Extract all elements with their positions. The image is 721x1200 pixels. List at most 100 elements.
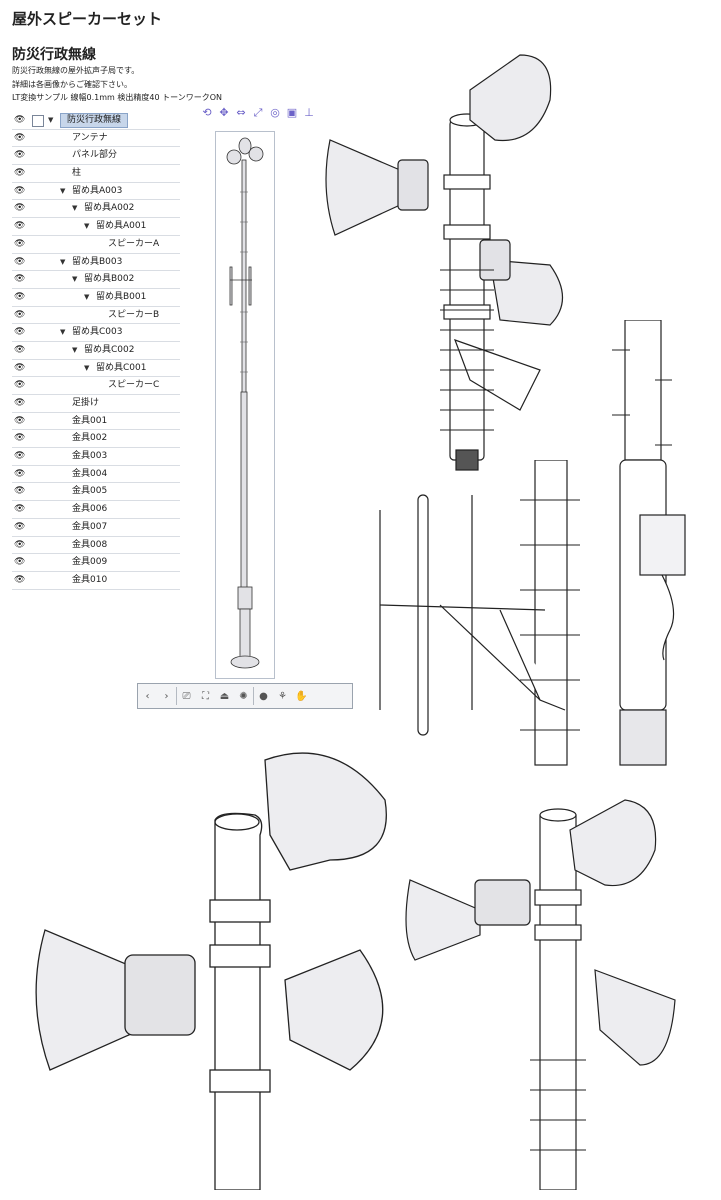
pan-icon[interactable]: ✥ [219,106,229,119]
description-line-3: LT変換サンプル 線幅0.1mm 検出精度40 トーンワークON [12,93,222,102]
layer-label: 留め具C003 [72,327,123,338]
move-icon[interactable]: ⇔ [236,106,246,119]
layer-row[interactable]: 👁 アンテナ [12,130,180,148]
layer-row[interactable]: 👁 ▼ 留め具B001 [12,289,180,307]
layer-row[interactable]: 👁 ▼ 留め具C003 [12,324,180,342]
layer-row[interactable]: 👁金具010 [12,572,180,590]
expand-triangle-icon[interactable]: ▼ [60,328,66,337]
layer-row[interactable]: 👁金具005 [12,483,180,502]
fit-icon[interactable]: ⛶ [202,690,209,702]
prev-icon[interactable]: ‹ [145,690,150,702]
layer-row[interactable]: 👁スピーカーA [12,236,180,254]
pose-icon[interactable]: ⚘ [278,690,287,702]
layer-row[interactable]: 👁金具004 [12,466,180,484]
axis-icon[interactable]: ⊥ [304,106,314,119]
layer-row[interactable]: 👁足掛け [12,395,180,413]
layer-row[interactable]: 👁金具009 [12,554,180,572]
eye-icon[interactable]: 👁 [14,327,26,338]
eye-icon[interactable]: 👁 [14,238,26,249]
expand-triangle-icon[interactable]: ▼ [72,345,78,354]
eye-icon[interactable]: 👁 [14,415,26,426]
layer-row[interactable]: 👁金具003 [12,448,180,466]
eye-icon[interactable]: 👁 [14,344,26,355]
eye-icon[interactable]: 👁 [14,132,26,143]
layer-row[interactable]: 👁柱 [12,165,180,183]
layer-label: 留め具A003 [72,185,123,196]
eye-icon[interactable]: 👁 [14,203,26,214]
layer-checkbox[interactable] [32,115,44,127]
eye-icon[interactable]: 👁 [14,185,26,196]
layer-label: 金具001 [72,415,108,426]
eye-icon[interactable]: 👁 [14,115,26,125]
toolbar-divider [253,687,254,705]
eye-icon[interactable]: 👁 [14,380,26,391]
next-icon[interactable]: › [164,690,169,702]
eye-icon[interactable]: 👁 [14,398,26,408]
description-line-2: 詳細は各画像からご確認下さい。 [12,80,132,89]
expand-triangle-icon[interactable]: ▼ [84,292,90,301]
layer-panel: 👁▼防災行政無線👁アンテナ👁パネル部分👁柱👁▼留め具A003👁▼留め具A002👁… [12,112,180,590]
scale-icon[interactable]: ⤢ [253,106,263,119]
layer-row[interactable]: 👁▼留め具C002 [12,342,180,360]
rotate-camera-icon[interactable]: ◎ [270,106,280,119]
layer-row[interactable]: 👁 ▼ 留め具A002 [12,200,180,219]
speaker-closeup-illustration-left [35,752,387,1190]
eye-icon[interactable]: 👁 [14,362,26,373]
control-box-illustration [612,320,686,766]
layer-row[interactable]: 👁 ▼ 留め具A003 [12,183,180,201]
eye-icon[interactable]: 👁 [14,451,26,462]
eye-icon[interactable]: 👁 [14,291,26,302]
eye-icon[interactable]: 👁 [14,574,26,585]
layer-row[interactable]: 👁 金具006 [12,501,180,519]
hand-icon[interactable]: ✋ [295,690,308,702]
layer-row[interactable]: 👁 パネル部分 [12,147,180,166]
eye-icon[interactable]: 👁 [14,150,26,161]
expand-triangle-icon[interactable]: ▼ [84,222,90,231]
camera-icon[interactable]: ⎚ [182,690,191,702]
floor-icon[interactable]: ⏏ [219,690,230,702]
sphere-icon[interactable]: ● [259,690,268,702]
layer-label: 留め具B002 [84,274,135,285]
lights-icon[interactable]: ✺ [239,690,248,702]
eye-icon[interactable]: 👁 [14,539,26,550]
eye-icon[interactable]: 👁 [14,274,26,285]
eye-icon[interactable]: 👁 [14,433,26,444]
layer-row[interactable]: 👁金具008 [12,537,180,555]
eye-icon[interactable]: 👁 [14,557,26,568]
layer-row[interactable]: 👁▼留め具B003 [12,254,180,272]
page-title: 屋外スピーカーセット [12,10,163,28]
eye-icon[interactable]: 👁 [14,504,26,515]
model-preview[interactable] [215,131,275,679]
cube-icon[interactable]: ▣ [286,106,298,119]
layer-row[interactable]: 👁金具007 [12,519,180,537]
layer-label: 留め具B001 [96,291,147,302]
eye-icon[interactable]: 👁 [14,309,26,320]
layer-row[interactable]: 👁▼留め具C001 [12,360,180,378]
layer-row[interactable]: 👁▼留め具A001 [12,218,180,236]
expand-triangle-icon[interactable]: ▼ [72,204,78,213]
eye-icon[interactable]: 👁 [14,468,26,479]
layer-row[interactable]: 👁スピーカーC [12,377,180,395]
expand-triangle-icon[interactable]: ▼ [48,116,54,124]
eye-icon[interactable]: 👁 [14,521,26,532]
layer-label: パネル部分 [72,150,118,161]
layer-label: アンテナ [72,132,108,143]
layer-label: スピーカーB [108,309,160,320]
eye-icon[interactable]: 👁 [14,168,26,179]
layer-row[interactable]: 👁 ▼ 留め具B002 [12,271,180,289]
layer-label: 金具006 [72,504,108,515]
layer-row[interactable]: 👁 スピーカーB [12,307,180,325]
layer-row[interactable]: 👁 金具001 [12,413,180,431]
camera-gizmo-toolbar: ⟲ ✥ ⇔ ⤢ ◎ ▣ ⊥ [200,106,316,120]
expand-triangle-icon[interactable]: ▼ [84,363,90,372]
expand-triangle-icon[interactable]: ▼ [60,186,66,195]
layer-row[interactable]: 👁▼防災行政無線 [12,112,180,130]
eye-icon[interactable]: 👁 [14,221,26,232]
layer-row[interactable]: 👁金具002 [12,430,180,449]
layer-label: 留め具A002 [84,203,135,214]
expand-triangle-icon[interactable]: ▼ [60,257,66,266]
rotate-icon[interactable]: ⟲ [202,106,212,119]
eye-icon[interactable]: 👁 [14,486,26,497]
expand-triangle-icon[interactable]: ▼ [72,275,78,284]
eye-icon[interactable]: 👁 [14,256,26,267]
